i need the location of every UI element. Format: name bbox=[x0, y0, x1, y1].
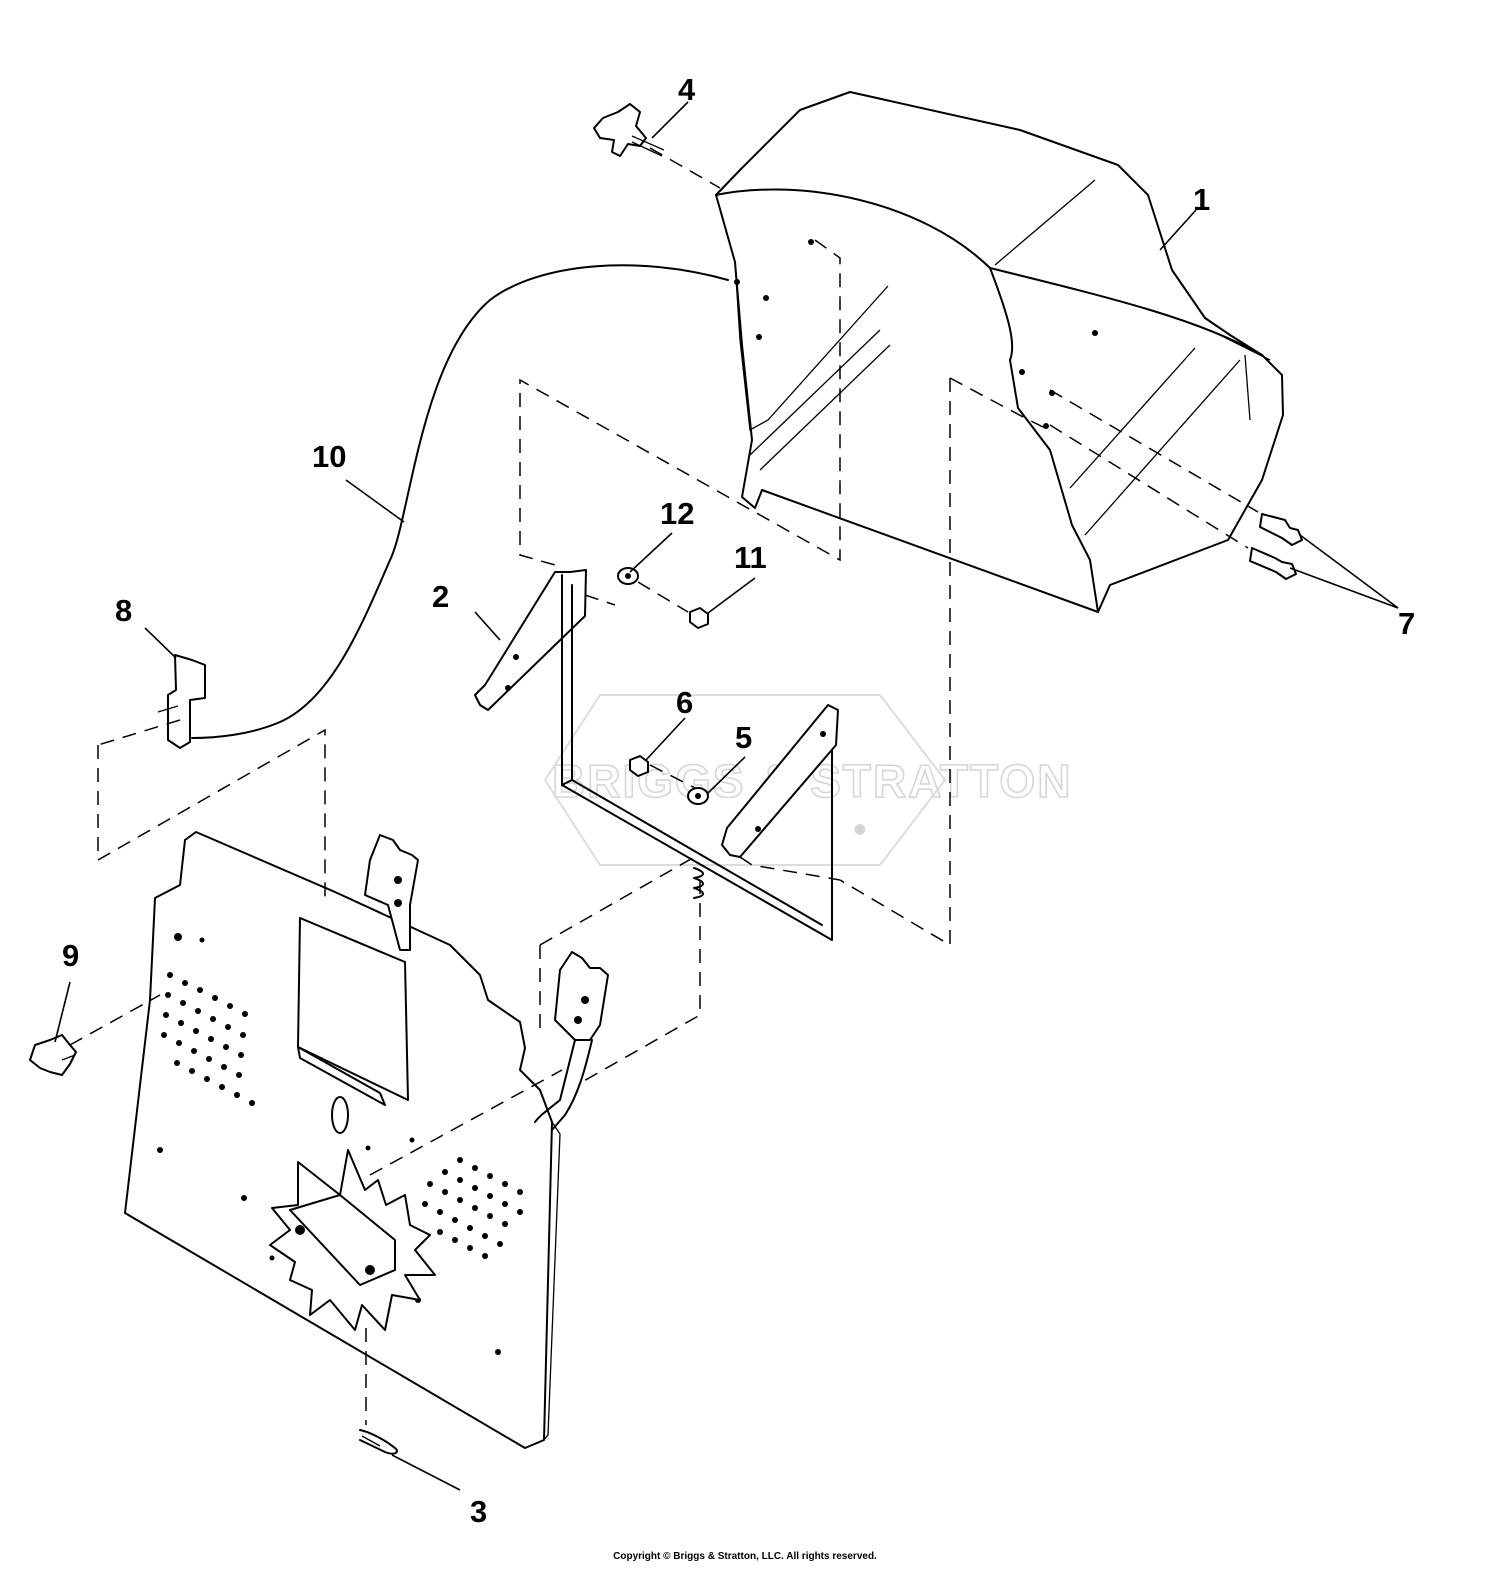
callout-7: 7 bbox=[1398, 606, 1415, 641]
part-1-deflector-shield bbox=[715, 91, 1284, 613]
spring bbox=[693, 867, 704, 899]
part-3-pin-clip bbox=[359, 1429, 398, 1455]
callout-9: 9 bbox=[62, 938, 79, 973]
hinge-bracket-left bbox=[364, 834, 419, 951]
callout-5: 5 bbox=[735, 720, 752, 755]
callout-10: 10 bbox=[312, 439, 346, 474]
callout-4: 4 bbox=[678, 72, 696, 107]
part-11-nut bbox=[689, 607, 709, 629]
copyright-notice: Copyright © Briggs & Stratton, LLC. All … bbox=[613, 1551, 877, 1562]
starburst-detail bbox=[269, 1149, 436, 1331]
main-panel bbox=[124, 831, 561, 1449]
frame bbox=[561, 574, 833, 941]
callout-3: 3 bbox=[470, 1494, 487, 1529]
part-8-clip bbox=[157, 654, 206, 749]
assembly-lines bbox=[69, 147, 1259, 1425]
part-9-knob bbox=[29, 1034, 77, 1076]
part-7-bolts bbox=[1249, 513, 1303, 580]
part-4-knob bbox=[593, 103, 665, 157]
panel-perforations-left bbox=[161, 972, 255, 1106]
hinge-bracket-right bbox=[534, 951, 609, 1131]
part-10-cable bbox=[191, 264, 729, 739]
callout-2: 2 bbox=[432, 579, 449, 614]
callout-leaders bbox=[54, 101, 1399, 1491]
watermark-registered-mark: ® bbox=[855, 822, 867, 837]
watermark: BRIGGS & STRATTON ® bbox=[543, 694, 1071, 866]
callout-8: 8 bbox=[115, 593, 132, 628]
panel-perforations-right bbox=[422, 1157, 523, 1259]
part-5-bracket bbox=[721, 704, 839, 858]
part-6-nut bbox=[629, 755, 649, 777]
callout-12: 12 bbox=[660, 496, 694, 531]
part-5-washer bbox=[687, 787, 709, 805]
part-2-bracket bbox=[474, 569, 587, 711]
callout-11: 11 bbox=[734, 540, 767, 575]
callout-1: 1 bbox=[1193, 182, 1210, 217]
callout-labels: 1 2 3 4 5 6 7 8 9 10 11 12 bbox=[62, 72, 1415, 1529]
callout-6: 6 bbox=[676, 685, 693, 720]
part-12-washer bbox=[617, 567, 639, 585]
